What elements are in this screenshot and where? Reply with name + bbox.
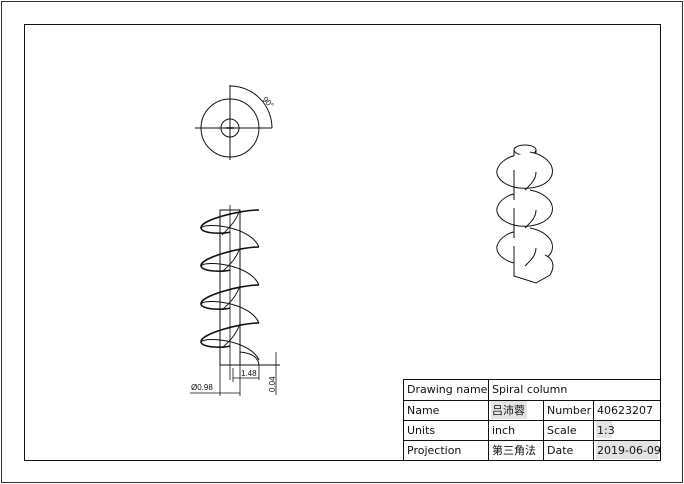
front-view <box>190 205 280 396</box>
length-dimension: 1.48 <box>241 369 257 378</box>
title-block: Drawing name Spiral column Name 吕沛蓉 Numb… <box>403 379 661 461</box>
diameter-dimension: Ø0.98 <box>191 383 213 392</box>
angle-arc <box>229 85 273 129</box>
inner-frame <box>24 24 661 461</box>
units-value: inch <box>492 424 515 437</box>
number-value: 40623207 <box>597 404 653 417</box>
scale-label: Scale <box>547 424 577 437</box>
projection-value: 第三角法 <box>492 443 536 457</box>
scale-value: 1:3 <box>597 424 615 437</box>
angle-dimension: 90° <box>261 95 276 110</box>
date-value: 2019-06-09 <box>597 444 661 457</box>
name-value: 吕沛蓉 <box>492 403 525 417</box>
name-highlight <box>491 401 527 419</box>
drawing-name-label: Drawing name <box>407 383 488 396</box>
offset-dimension: 0.04 <box>268 376 277 392</box>
isometric-view <box>496 144 554 284</box>
date-label: Date <box>547 444 574 457</box>
date-highlight <box>596 441 658 459</box>
scale-highlight <box>596 421 612 438</box>
name-label: Name <box>407 404 440 417</box>
number-label: Number <box>547 404 592 417</box>
drawing-name-value: Spiral column <box>492 383 567 396</box>
units-label: Units <box>407 424 435 437</box>
top-view <box>195 85 273 160</box>
projection-label: Projection <box>407 444 461 457</box>
